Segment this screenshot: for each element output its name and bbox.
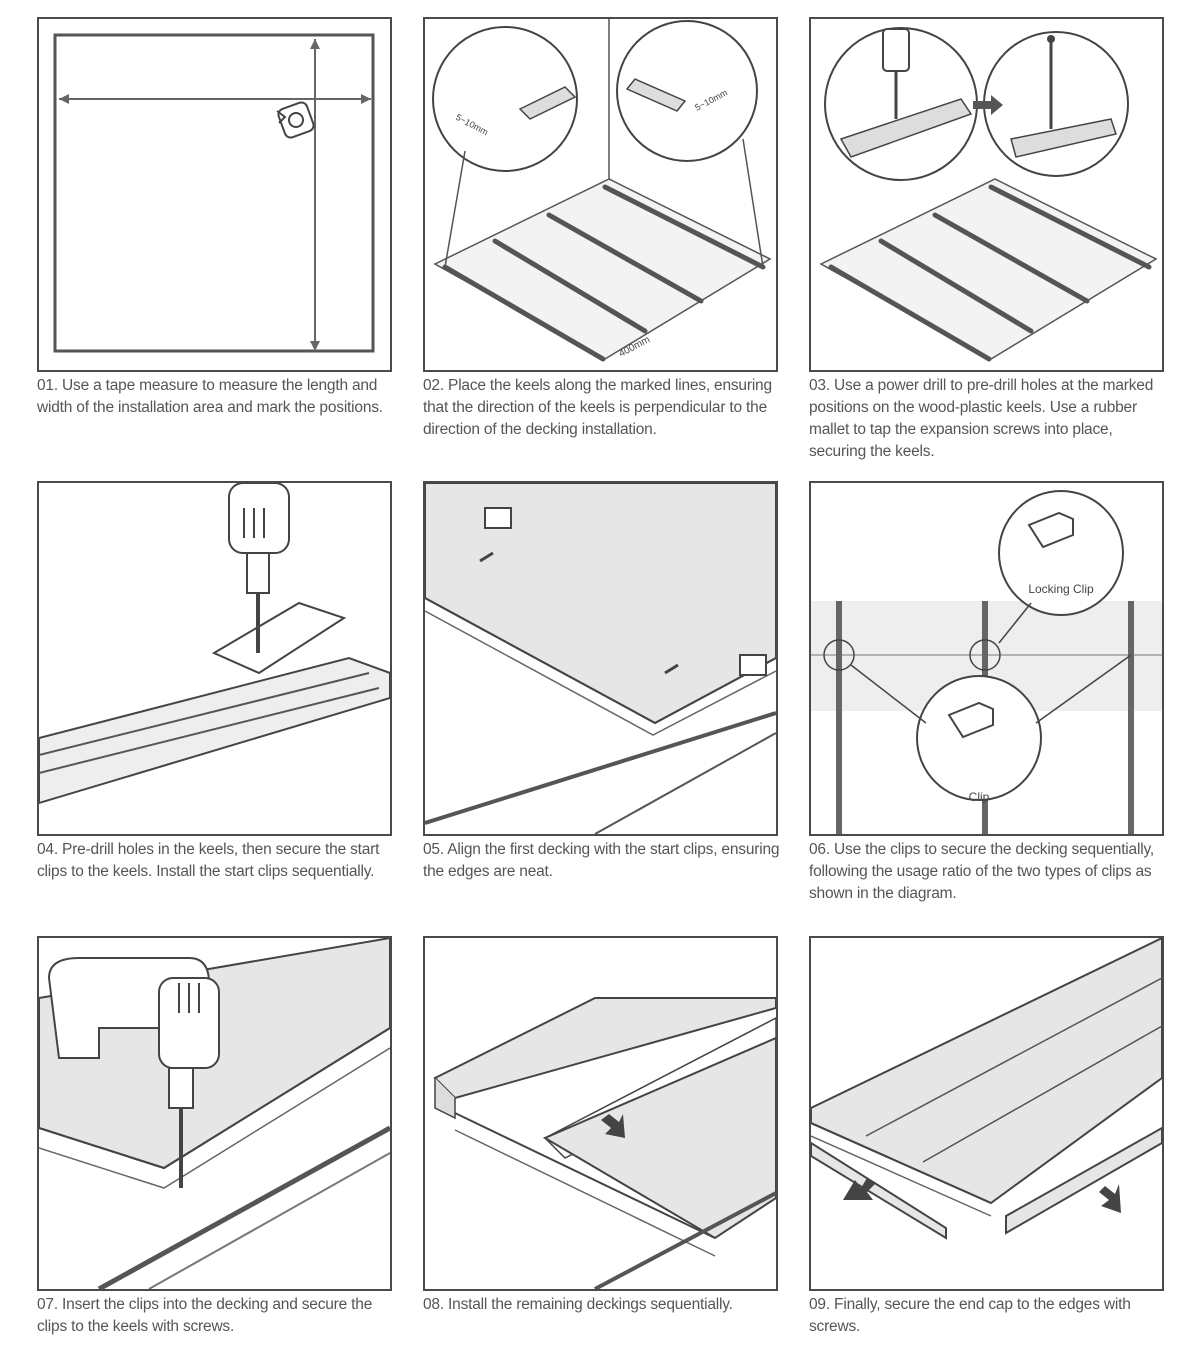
keel-layout-drawing: 5~10mm 5~10mm 400mm xyxy=(432,19,772,362)
clip-label: Clip xyxy=(969,790,990,804)
step-01-illustration xyxy=(37,17,392,372)
keel xyxy=(594,1191,776,1289)
clip-screw-drawing xyxy=(39,938,390,1289)
step-06-caption: 06. Use the clips to secure the decking … xyxy=(809,841,1154,902)
arrow-up-left-icon xyxy=(1099,1184,1121,1213)
detail-circle-right xyxy=(616,20,758,162)
end-cap-left xyxy=(811,1141,947,1240)
finished-decking xyxy=(811,938,1162,1205)
decking-board xyxy=(542,1036,776,1240)
step-02-illustration: 5~10mm 5~10mm 400mm xyxy=(423,17,778,372)
remaining-decking-drawing xyxy=(433,997,776,1289)
clip-ratio-drawing: Locking Clip Clip xyxy=(811,490,1162,834)
start-clip-left xyxy=(484,507,512,529)
start-clip xyxy=(211,601,347,675)
step-07-caption: 07. Insert the clips into the decking an… xyxy=(37,1296,373,1335)
keel xyxy=(425,711,776,825)
area-measure-drawing xyxy=(53,33,375,353)
arrow-down-icon xyxy=(310,341,320,351)
step-08-caption: 08. Install the remaining deckings seque… xyxy=(423,1296,733,1313)
locking-clip-label: Locking Clip xyxy=(1028,582,1094,596)
step-09-illustration xyxy=(809,936,1164,1291)
power-drill-icon xyxy=(47,957,220,1188)
screw-detail-circle xyxy=(983,31,1129,177)
power-drill-icon xyxy=(228,483,290,653)
arrow-up-icon xyxy=(310,39,320,49)
step-05-illustration xyxy=(423,481,778,836)
drilling-keels-drawing xyxy=(819,27,1158,362)
step-07-illustration xyxy=(37,936,392,1291)
step-04-illustration xyxy=(37,481,392,836)
step-03-illustration xyxy=(809,17,1164,372)
expansion-screw-icon xyxy=(1047,35,1055,129)
step-01-caption: 01. Use a tape measure to measure the le… xyxy=(37,377,383,416)
arrow-up-right-icon xyxy=(843,1178,875,1200)
power-drill-icon xyxy=(882,28,910,119)
end-cap-right xyxy=(1005,1126,1162,1235)
installation-area-outline xyxy=(53,33,375,353)
end-cap-drawing xyxy=(811,938,1162,1240)
first-decking-drawing xyxy=(425,483,776,834)
arrow-icon xyxy=(601,1114,625,1138)
step-02-caption: 02. Place the keels along the marked lin… xyxy=(423,377,772,438)
arrow-left-icon xyxy=(59,94,69,104)
keel xyxy=(97,1125,390,1289)
step-04-caption: 04. Pre-drill holes in the keels, then s… xyxy=(37,841,380,880)
step-09-caption: 09. Finally, secure the end cap to the e… xyxy=(809,1296,1131,1335)
arrow-right-icon xyxy=(361,94,371,104)
tape-measure-icon xyxy=(276,101,315,139)
clip-detail xyxy=(916,675,1042,801)
keels xyxy=(442,184,766,362)
step-06-illustration: Locking Clip Clip xyxy=(809,481,1164,836)
step-08-illustration xyxy=(423,936,778,1291)
arrow-right-icon xyxy=(973,95,1003,115)
detail-circle-left xyxy=(432,26,578,172)
keel xyxy=(39,656,390,805)
start-clip-drawing xyxy=(39,483,390,805)
start-clip-right xyxy=(739,654,767,676)
step-05-caption: 05. Align the first decking with the sta… xyxy=(423,841,780,880)
floor-area xyxy=(433,178,772,360)
step-03-caption: 03. Use a power drill to pre-drill holes… xyxy=(809,377,1154,460)
locking-clip-detail xyxy=(998,490,1124,616)
